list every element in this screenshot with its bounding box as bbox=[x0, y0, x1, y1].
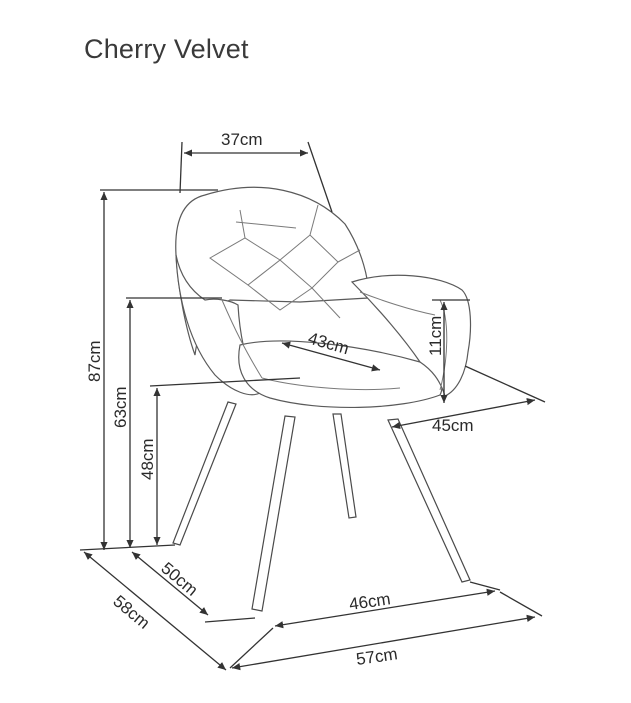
dimension-leg-depth: 50cm bbox=[131, 551, 209, 616]
dimension-leg-width: 46cm bbox=[274, 588, 496, 629]
dimension-seat-height: 48cm bbox=[138, 377, 301, 545]
label-leg-width: 46cm bbox=[348, 589, 392, 614]
dimension-total-height: 87cm bbox=[85, 189, 218, 550]
leg-front-right bbox=[387, 418, 471, 583]
label-total-depth: 58cm bbox=[109, 592, 153, 633]
label-total-width: 57cm bbox=[355, 644, 399, 669]
label-back-width: 37cm bbox=[221, 130, 263, 149]
dimension-seat-depth: 45cm bbox=[391, 365, 546, 435]
label-seat-height: 48cm bbox=[138, 438, 157, 480]
leg-back-left bbox=[172, 401, 237, 546]
leg-front-left bbox=[251, 415, 296, 612]
label-total-height: 87cm bbox=[85, 340, 104, 382]
dimension-armrest-thickness: 11cm bbox=[426, 299, 470, 403]
chair-drawing bbox=[172, 186, 472, 612]
leg-back-right bbox=[332, 413, 357, 519]
label-seat-depth: 45cm bbox=[432, 416, 474, 435]
label-armrest-thickness: 11cm bbox=[426, 316, 445, 356]
dimension-back-width: 37cm bbox=[179, 130, 333, 213]
product-title: Cherry Velvet bbox=[84, 34, 249, 64]
label-armrest-height: 63cm bbox=[111, 386, 130, 428]
dimension-armrest-height: 63cm bbox=[111, 297, 222, 548]
